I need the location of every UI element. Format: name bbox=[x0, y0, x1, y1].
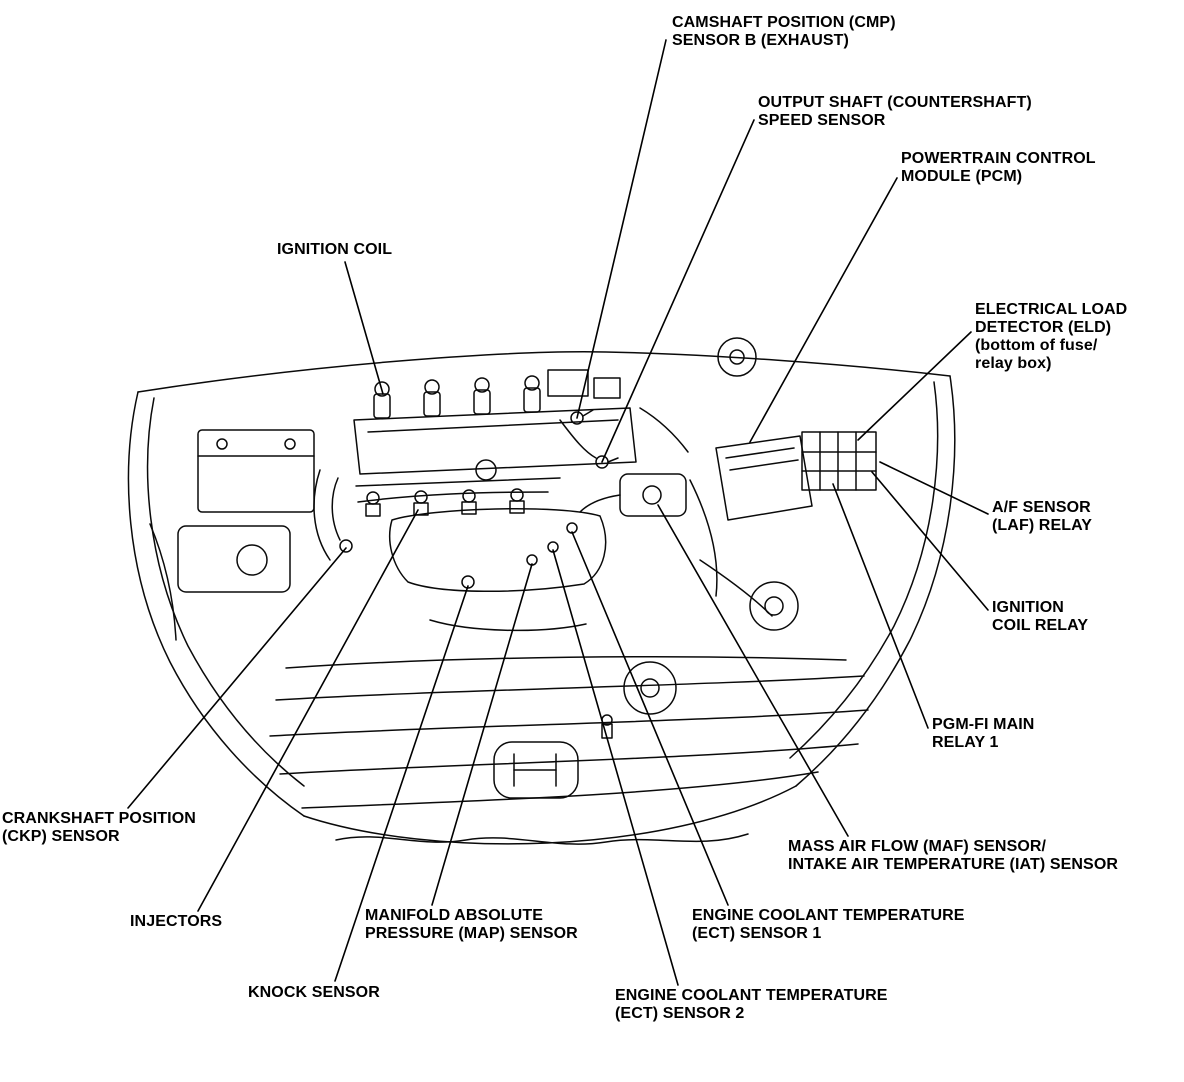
leader-line-injectors bbox=[197, 509, 419, 912]
label-line: A/F SENSOR bbox=[992, 499, 1091, 516]
leader-line-pcm bbox=[749, 177, 898, 443]
label-ect-sensor-1: ENGINE COOLANT TEMPERATURE (ECT) SENSOR … bbox=[692, 907, 965, 943]
label-line: POWERTRAIN CONTROL bbox=[901, 150, 1096, 167]
maf-housing bbox=[579, 407, 689, 517]
ignition-coils bbox=[373, 375, 541, 419]
label-line: KNOCK SENSOR bbox=[248, 984, 380, 1001]
label-line: (bottom of fuse/ bbox=[975, 337, 1098, 354]
label-line: MASS AIR FLOW (MAF) SENSOR/ bbox=[788, 838, 1047, 855]
intake-manifold bbox=[389, 508, 607, 632]
label-line: (ECT) SENSOR 2 bbox=[615, 1005, 745, 1022]
leader-line-ckp-sensor bbox=[127, 547, 347, 809]
leader-line-ect-sensor-2 bbox=[552, 549, 679, 986]
label-ckp-sensor: CRANKSHAFT POSITION (CKP) SENSOR bbox=[2, 810, 196, 846]
injectors-and-fuel-rail bbox=[357, 488, 549, 517]
label-line: INJECTORS bbox=[130, 913, 223, 930]
label-line: MANIFOLD ABSOLUTE bbox=[365, 907, 543, 924]
battery-and-airbox bbox=[177, 429, 331, 593]
label-pgm-fi-main-relay-1: PGM-FI MAIN RELAY 1 bbox=[932, 716, 1034, 752]
label-line: ENGINE COOLANT TEMPERATURE bbox=[615, 987, 888, 1004]
label-knock-sensor: KNOCK SENSOR bbox=[248, 984, 380, 1002]
label-line: ELECTRICAL LOAD bbox=[975, 301, 1128, 318]
leader-line-output-shaft-sensor bbox=[601, 119, 755, 463]
label-line: SPEED SENSOR bbox=[758, 112, 886, 129]
fuse-relay-box bbox=[801, 431, 877, 491]
leader-line-pgm-fi-main-relay bbox=[832, 483, 929, 729]
honda-logo bbox=[493, 741, 579, 799]
leader-line-maf-iat-sensor bbox=[657, 504, 849, 837]
label-cmp-sensor-b: CAMSHAFT POSITION (CMP) SENSOR B (EXHAUS… bbox=[672, 14, 896, 50]
leader-line-cmp-sensor-b bbox=[576, 39, 667, 419]
hoses-and-misc bbox=[559, 419, 799, 715]
leader-line-knock-sensor bbox=[334, 585, 469, 982]
label-maf-iat-sensor: MASS AIR FLOW (MAF) SENSOR/ INTAKE AIR T… bbox=[788, 838, 1118, 874]
label-line: DETECTOR (ELD) bbox=[975, 319, 1112, 336]
label-line: SENSOR B (EXHAUST) bbox=[672, 32, 849, 49]
leader-lines bbox=[127, 39, 989, 986]
label-line: (ECT) SENSOR 1 bbox=[692, 925, 822, 942]
label-line: CRANKSHAFT POSITION bbox=[2, 810, 196, 827]
label-line: INTAKE AIR TEMPERATURE (IAT) SENSOR bbox=[788, 856, 1119, 873]
label-ignition-coil-relay: IGNITION COIL RELAY bbox=[992, 599, 1088, 635]
front-bumper-grille bbox=[269, 655, 869, 845]
label-electrical-load-detector: ELECTRICAL LOAD DETECTOR (ELD) (bottom o… bbox=[975, 301, 1127, 373]
label-line: IGNITION COIL bbox=[277, 241, 393, 258]
label-line: (CKP) SENSOR bbox=[2, 828, 120, 845]
label-ignition-coil: IGNITION COIL bbox=[277, 241, 392, 259]
engine-sensors bbox=[331, 409, 619, 739]
label-line: RELAY 1 bbox=[932, 734, 999, 751]
label-ect-sensor-2: ENGINE COOLANT TEMPERATURE (ECT) SENSOR … bbox=[615, 987, 888, 1023]
label-line: MODULE (PCM) bbox=[901, 168, 1023, 185]
label-injectors: INJECTORS bbox=[130, 913, 222, 931]
label-map-sensor: MANIFOLD ABSOLUTE PRESSURE (MAP) SENSOR bbox=[365, 907, 578, 943]
pcm-box bbox=[715, 435, 813, 521]
label-line: IGNITION bbox=[992, 599, 1064, 616]
label-line: PGM-FI MAIN bbox=[932, 716, 1035, 733]
label-af-sensor-relay: A/F SENSOR (LAF) RELAY bbox=[992, 499, 1092, 535]
label-powertrain-control-module: POWERTRAIN CONTROL MODULE (PCM) bbox=[901, 150, 1096, 186]
leader-line-eld bbox=[857, 331, 972, 441]
label-line: ENGINE COOLANT TEMPERATURE bbox=[692, 907, 965, 924]
leader-line-ect-sensor-1 bbox=[571, 531, 729, 906]
leader-line-ignition-coil bbox=[344, 261, 384, 395]
label-line: PRESSURE (MAP) SENSOR bbox=[365, 925, 578, 942]
leader-line-map-sensor bbox=[431, 563, 533, 906]
engine-bay-outline bbox=[127, 337, 956, 845]
label-line: (LAF) RELAY bbox=[992, 517, 1093, 534]
label-output-shaft-speed-sensor: OUTPUT SHAFT (COUNTERSHAFT) SPEED SENSOR bbox=[758, 94, 1032, 130]
label-line: COIL RELAY bbox=[992, 617, 1089, 634]
label-line: OUTPUT SHAFT (COUNTERSHAFT) bbox=[758, 94, 1032, 111]
leader-line-ignition-coil-relay bbox=[871, 471, 989, 611]
leader-line-af-sensor-relay bbox=[879, 461, 989, 515]
label-line: relay box) bbox=[975, 355, 1052, 372]
label-line: CAMSHAFT POSITION (CMP) bbox=[672, 14, 896, 31]
valve-cover bbox=[353, 407, 637, 487]
